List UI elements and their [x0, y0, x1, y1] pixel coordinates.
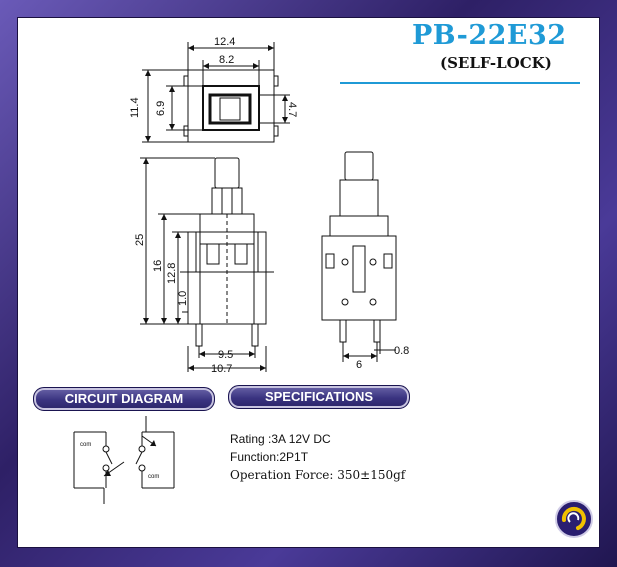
dim-top-inner: 8.2	[219, 54, 234, 66]
spec-operation-force: Operation Force: 350±150gf	[230, 468, 406, 482]
dim-housing-height: 12.8	[166, 263, 178, 284]
side-view-body	[321, 235, 397, 321]
top-view-button	[202, 85, 260, 131]
title-rule	[340, 82, 580, 84]
circuit-diagram-heading: CIRCUIT DIAGRAM	[33, 387, 215, 411]
product-title: PB-22E32	[412, 20, 567, 51]
dim-body-height: 16	[152, 260, 164, 272]
dim-pin-span: 10.7	[211, 363, 232, 375]
dim-pin-thickness: 0.8	[394, 345, 409, 357]
dim-base-height: 1.0	[177, 291, 189, 306]
dim-top-width: 12.4	[214, 36, 235, 48]
spec-rating: Rating :3A 12V DC	[230, 432, 331, 446]
circuit-com-left: com	[80, 442, 91, 448]
swirl-logo-icon	[555, 500, 593, 538]
dim-top-inner-height: 6.9	[155, 101, 167, 116]
dim-side-pitch: 6	[356, 359, 362, 371]
product-subtitle: (SELF-LOCK)	[440, 54, 552, 72]
front-view-plunger	[214, 157, 240, 189]
side-view-plunger	[344, 151, 374, 181]
dim-top-height: 11.4	[129, 97, 141, 118]
top-view-outline	[187, 69, 275, 143]
datasheet-panel	[17, 17, 600, 548]
dim-pin-pitch: 9.5	[218, 349, 233, 361]
dim-top-cap: 4.7	[286, 102, 298, 117]
circuit-schematic	[73, 416, 175, 504]
spec-function: Function:2P1T	[230, 450, 309, 464]
dim-total-height: 25	[134, 234, 146, 246]
specifications-heading: SPECIFICATIONS	[228, 385, 410, 409]
circuit-com-right: com	[148, 474, 159, 480]
